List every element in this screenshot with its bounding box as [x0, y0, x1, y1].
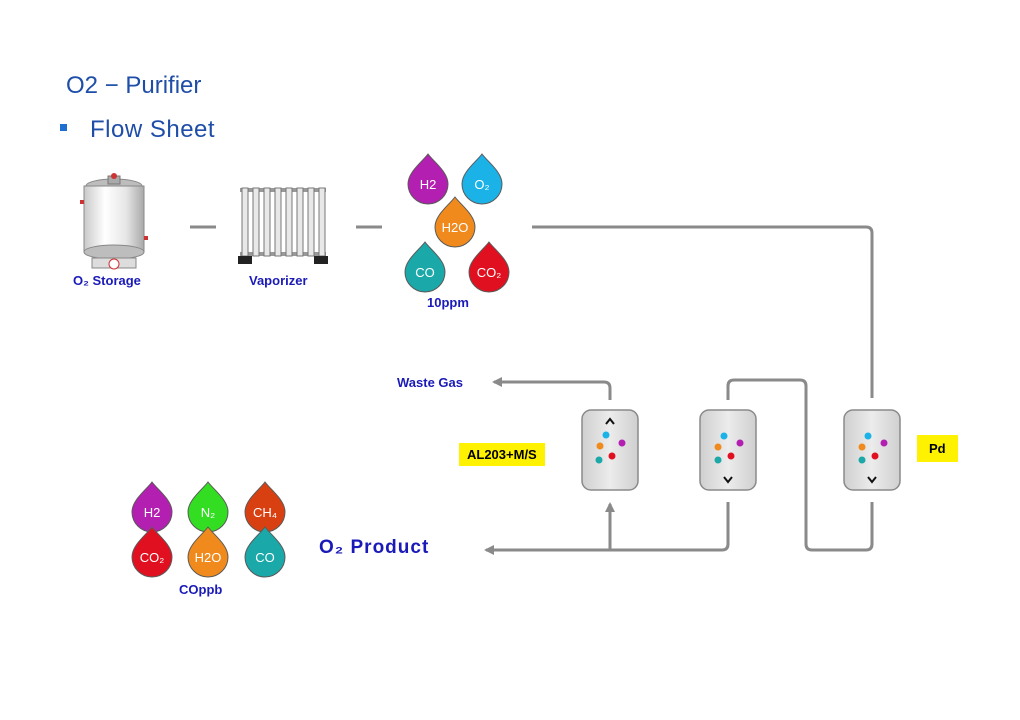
vaporizer-label: Vaporizer — [249, 273, 308, 288]
impurity-drop-out: CO — [244, 526, 286, 578]
impurity-drop-out-label: CO — [255, 550, 275, 565]
impurity-drop-out: H2 — [131, 481, 173, 533]
impurity-drop-in: O₂ — [461, 153, 503, 205]
pd-column — [843, 409, 901, 491]
impurity-drop-in-label: O₂ — [474, 177, 489, 192]
impurity-drop-out: CO₂ — [131, 526, 173, 578]
bullet-icon — [60, 124, 67, 131]
inlet-concentration-label: 10ppm — [427, 295, 469, 310]
section-subtitle: Flow Sheet — [90, 116, 216, 143]
impurity-drop-in-label: CO₂ — [477, 265, 502, 280]
transfer-line — [726, 378, 874, 552]
impurity-drop-out-label: N₂ — [201, 505, 215, 520]
feed-line — [532, 225, 874, 398]
impurity-drop-in: H2O — [434, 196, 476, 248]
media-label-al2o3-ms: AL203+M/S — [459, 443, 545, 466]
adsorber-column-middle — [699, 409, 757, 491]
impurity-drop-in: CO₂ — [468, 241, 510, 293]
impurity-drop-out: N₂ — [187, 481, 229, 533]
impurity-drop-in: H2 — [407, 153, 449, 205]
adsorber-column-left — [581, 409, 639, 491]
impurity-drop-out-label: H2O — [195, 550, 222, 565]
product-line — [484, 502, 730, 555]
impurity-drop-in-label: H2O — [442, 220, 469, 235]
impurity-drop-in: CO — [404, 241, 446, 293]
media-label-pd: Pd — [917, 435, 958, 462]
outlet-concentration-label: COppb — [179, 582, 223, 597]
page-title: O2 − Purifier — [66, 72, 202, 99]
impurity-drop-in-label: H2 — [420, 177, 437, 192]
impurity-drop-in-label: CO — [415, 265, 435, 280]
waste-gas-label: Waste Gas — [397, 375, 463, 390]
impurity-drop-out-label: CO₂ — [140, 550, 165, 565]
impurity-drop-out: CH₄ — [244, 481, 286, 533]
impurity-drop-out-label: CH₄ — [253, 505, 277, 520]
impurity-drop-out: H2O — [187, 526, 229, 578]
vaporizer-icon — [238, 187, 328, 264]
o2-storage-tank-icon — [80, 173, 148, 270]
o2-product-label: O₂ Product — [319, 537, 430, 558]
impurity-drop-out-label: H2 — [144, 505, 161, 520]
o2-storage-label: O₂ Storage — [73, 273, 141, 288]
waste-line — [492, 377, 612, 400]
